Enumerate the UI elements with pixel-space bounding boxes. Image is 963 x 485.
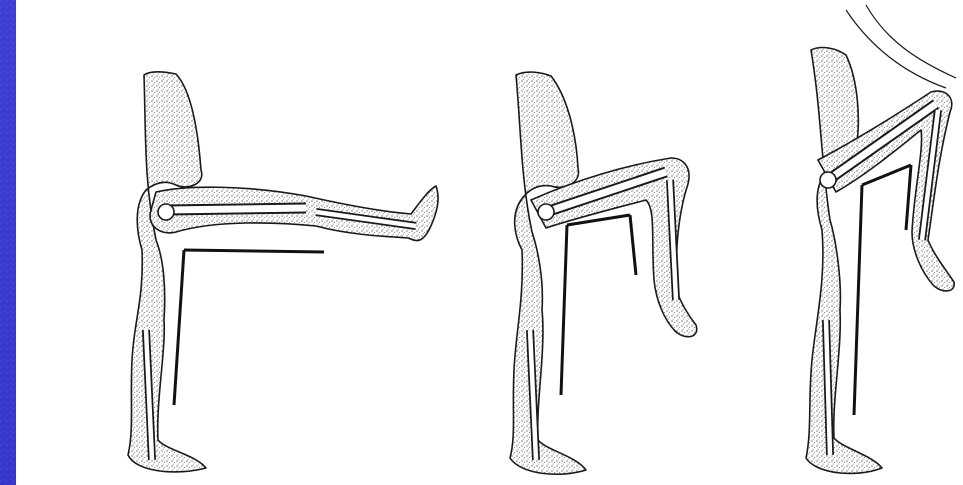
leg-poses-figure xyxy=(16,0,963,485)
anatomy-illustration-panel xyxy=(16,0,963,485)
